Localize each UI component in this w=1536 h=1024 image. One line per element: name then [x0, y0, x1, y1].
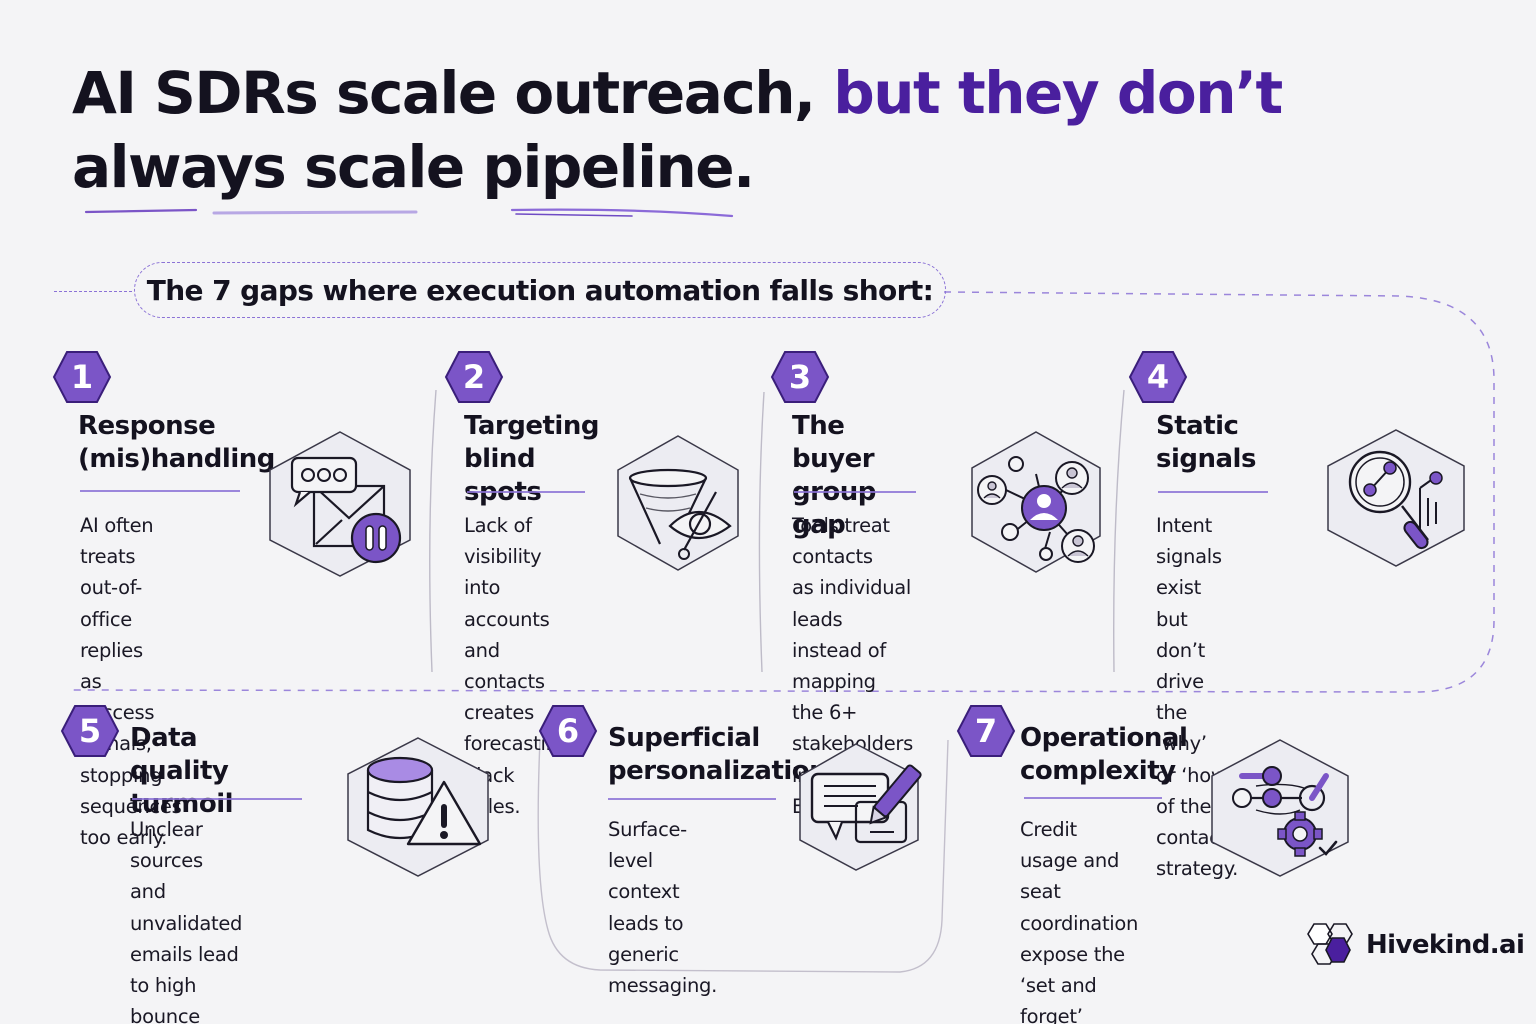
- number-badge: 2: [444, 350, 504, 404]
- hexagon-badge-icon: [60, 705, 120, 757]
- stakeholder-network-icon: [971, 431, 1101, 573]
- brand-name: Hivekind.ai: [1366, 930, 1525, 960]
- subtitle-pill: The 7 gaps where execution automation fa…: [134, 262, 946, 318]
- card-divider: [1158, 491, 1268, 493]
- page-title: AI SDRs scale outreach, but they don’t a…: [72, 56, 1283, 204]
- card-title: Response (mis)handling: [78, 411, 275, 474]
- title-part-1: AI SDRs scale outreach,: [72, 59, 834, 127]
- title-underline-decoration: [84, 208, 734, 218]
- card-body: Surface-level context leads to generic m…: [608, 818, 717, 998]
- number-badge: 4: [1128, 350, 1188, 404]
- card-body: Unclear sources and unvalidated emails l…: [130, 818, 243, 1024]
- hexagon-badge-icon: [770, 351, 830, 403]
- hexagon-badge-icon: [956, 705, 1016, 757]
- card-title: Data quality turmoil: [130, 723, 234, 819]
- card-divider: [608, 798, 776, 800]
- card-divider: [80, 490, 240, 492]
- message-pencil-icon: [799, 743, 922, 871]
- card-divider: [794, 491, 916, 493]
- hexagon-badge-icon: [1128, 351, 1188, 403]
- card-title: Operational complexity: [1020, 723, 1188, 786]
- card-body: AI often treats out-of-office replies as…: [80, 514, 182, 850]
- hexagon-badge-icon: [444, 351, 504, 403]
- dashed-connector-left: [54, 291, 132, 292]
- number-badge: 5: [60, 704, 120, 758]
- subtitle-text: The 7 gaps where execution automation fa…: [146, 273, 934, 307]
- card-title: Static signals: [1156, 411, 1256, 474]
- card-divider: [1024, 797, 1162, 799]
- card-title: Superficial personalization: [608, 723, 828, 786]
- title-part-2: always scale pipeline.: [72, 133, 755, 201]
- funnel-hidden-eye-icon: [617, 435, 739, 571]
- card-body: Lack of visibility into accounts and con…: [464, 514, 570, 818]
- number-badge: 1: [52, 350, 112, 404]
- card-body: Intent signals exist but don’t drive the…: [1156, 514, 1239, 881]
- number-badge: 3: [770, 350, 830, 404]
- email-chat-pause-icon: [269, 431, 411, 577]
- number-badge: 6: [538, 704, 598, 758]
- card-divider: [132, 798, 302, 800]
- title-accent: but they don’t: [833, 59, 1283, 127]
- hexagon-badge-icon: [538, 705, 598, 757]
- database-warning-icon: [347, 737, 489, 877]
- magnifier-chart-icon: [1327, 429, 1465, 567]
- subtitle-banner: The 7 gaps where execution automation fa…: [50, 262, 1500, 322]
- brand-logo: Hivekind.ai: [1306, 922, 1525, 968]
- card-body: Credit usage and seat coordination expos…: [1020, 818, 1139, 1024]
- hexagon-badge-icon: [52, 351, 112, 403]
- hexagon-cluster-logo-icon: [1307, 923, 1353, 965]
- number-badge: 7: [956, 704, 1016, 758]
- sliders-gear-check-icon: [1211, 739, 1349, 877]
- card-divider: [467, 491, 585, 493]
- card-title: Targeting blind spots: [464, 411, 599, 507]
